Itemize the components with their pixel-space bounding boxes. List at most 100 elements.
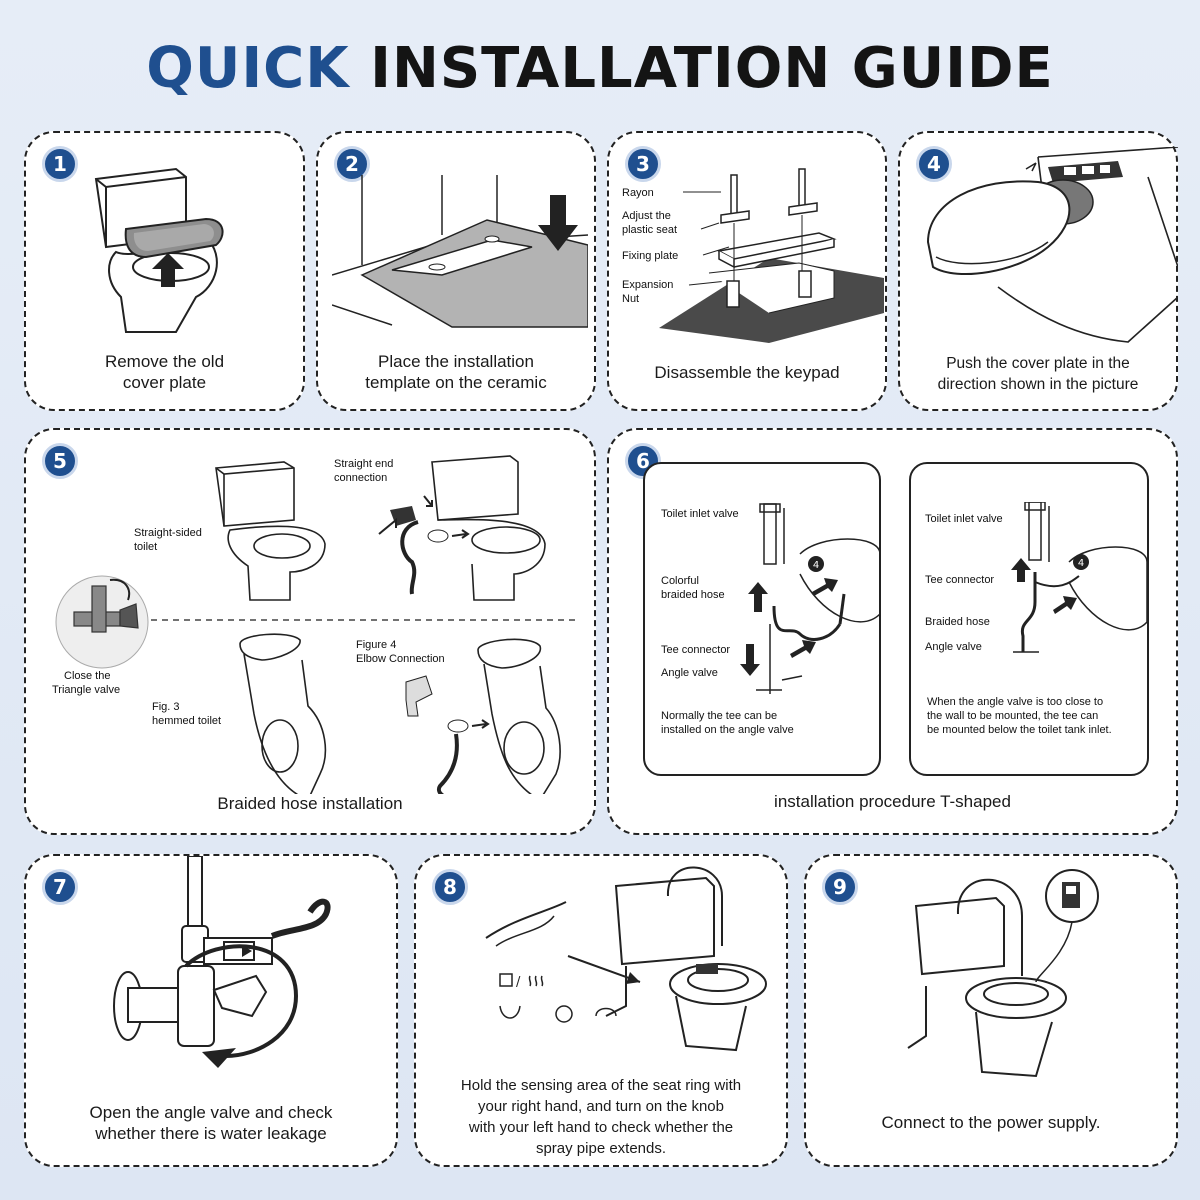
step-number-badge: 5 <box>42 443 78 479</box>
label-toilet-inlet-valve: Toilet inlet valve <box>925 513 1003 525</box>
step-7-caption-line1: Open the angle valve and check <box>89 1103 333 1122</box>
step-2-caption-line1: Place the installation <box>378 352 534 371</box>
label-angle-valve: Angle valve <box>925 641 982 653</box>
rotation-arrow-icon <box>184 944 299 1058</box>
label-close-line1: Close the <box>64 670 111 682</box>
rotate-arrow-icon <box>109 578 131 601</box>
step-number-badge: 4 <box>916 146 952 182</box>
template-placement-illustration <box>332 175 588 328</box>
wall-outlet-icon <box>1045 869 1099 923</box>
step-8-caption-line4: spray pipe extends. <box>535 1140 667 1157</box>
keypad-exploded-illustration <box>659 168 884 343</box>
step-6-card: 6 Toilet inlet valve Colorful braided ho… <box>607 428 1178 835</box>
label-rayon: Rayon <box>622 187 654 199</box>
t-shaped-standard-panel: Toilet inlet valve Colorful braided hose… <box>643 462 881 776</box>
step-ref-badge: 4 <box>813 560 819 571</box>
label-fig4-line1: Figure 4 <box>356 639 397 651</box>
step-4-card: 4 Push the cover plate in the direction s… <box>898 131 1178 411</box>
pointer-arrow-icon <box>626 972 640 984</box>
label-braided-line1: Colorful <box>661 575 699 587</box>
step-8-caption-line2: your right hand, and turn on the knob <box>477 1098 724 1115</box>
step-number-badge: 7 <box>42 869 78 905</box>
step-8-card: 8 / Hold the sensing area of the seat ri… <box>414 854 788 1167</box>
bidet-toilet <box>907 878 1067 1078</box>
label-fig4-line2: Elbow Connection <box>356 653 445 665</box>
step-2-caption-line2: template on the ceramic <box>365 373 547 392</box>
arrow-icon <box>423 495 433 507</box>
step-number-badge: 8 <box>432 869 468 905</box>
straight-end-toilet <box>400 455 546 601</box>
tee-on-angle-valve-illustration: 4 <box>740 503 880 694</box>
note-line1: Normally the tee can be <box>661 710 778 722</box>
flow-arrows <box>1011 558 1077 614</box>
label-braided-hose: Braided hose <box>925 616 990 628</box>
label-expansion-line2: Nut <box>622 293 640 305</box>
control-panel-icons: / <box>499 973 573 1023</box>
label-fig3-line2: hemmed toilet <box>152 715 222 727</box>
flow-arrows <box>740 578 838 676</box>
down-arrow-icon <box>538 195 578 251</box>
step-8-caption-line1: Hold the sensing area of the seat ring w… <box>460 1077 742 1094</box>
step-8-caption-line3: with your left hand to check whether the <box>468 1119 734 1136</box>
step-5-caption: Braided hose installation <box>217 794 403 813</box>
hemmed-toilet <box>239 633 327 794</box>
step-7-caption-line2: whether there is water leakage <box>95 1124 327 1143</box>
svg-text:/: / <box>516 975 521 990</box>
sensing-area-test-illustration: / <box>485 866 767 1052</box>
note-line2: the wall to be mounted, the tee can <box>927 710 1099 722</box>
label-straight-sided-line2: toilet <box>134 541 158 553</box>
step-3-card: 3 Rayon Adjust the plastic seat Fixing p… <box>607 131 887 411</box>
step-9-card: 9 Connect to the power supply. <box>804 854 1178 1167</box>
step-number-badge: 9 <box>822 869 858 905</box>
arrow-icon <box>1025 162 1037 172</box>
lid-cover <box>124 217 224 259</box>
step-3-caption: Disassemble the keypad <box>654 363 840 382</box>
power-cord <box>1035 921 1073 983</box>
title-installation-guide: INSTALLATION GUIDE <box>370 36 1054 101</box>
step-1-caption-line2: cover plate <box>122 373 207 392</box>
step-number-badge: 1 <box>42 146 78 182</box>
step-number-badge: 2 <box>334 146 370 182</box>
note-line3: be mounted below the toilet tank inlet. <box>927 724 1112 736</box>
label-tee-connector: Tee connector <box>925 574 995 586</box>
page-title: QUICK INSTALLATION GUIDE <box>0 36 1200 101</box>
power-supply-illustration <box>907 869 1099 1078</box>
label-fixing-plate: Fixing plate <box>622 250 679 262</box>
step-ref-badge: 4 <box>1078 558 1084 569</box>
step-number-badge: 3 <box>625 146 661 182</box>
bidet-toilet <box>605 866 767 1052</box>
note-line1: When the angle valve is too close to <box>927 696 1104 708</box>
push-cover-plate-illustration <box>926 147 1178 343</box>
label-adjust-line2: plastic seat <box>622 224 678 236</box>
label-tee-connector: Tee connector <box>661 644 731 656</box>
step-7-card: 7 Open the angle valve and check whether … <box>24 854 398 1167</box>
braided-hose-illustrations <box>55 455 580 794</box>
label-toilet-inlet-valve: Toilet inlet valve <box>661 508 739 520</box>
step-2-card: 2 Place the installation template on the … <box>316 131 596 411</box>
step-4-caption-line2: direction shown in the picture <box>937 376 1139 393</box>
label-straight-sided-line1: Straight-sided <box>134 527 202 539</box>
tee-below-tank-illustration: 4 <box>1011 502 1147 653</box>
step-4-caption-line1: Push the cover plate in the <box>946 355 1130 372</box>
label-straight-end-line1: Straight end <box>334 458 394 470</box>
t-shaped-alternative-panel: Toilet inlet valve Tee connector Braided… <box>909 462 1149 776</box>
step-5-card: 5 Straight end connection Straight-sided… <box>24 428 596 835</box>
label-straight-end-line2: connection <box>334 472 388 484</box>
label-expansion-line1: Expansion <box>622 279 674 291</box>
label-close-line2: Triangle valve <box>52 684 121 696</box>
arrow-icon <box>471 719 490 729</box>
label-adjust-line1: Adjust the <box>622 210 671 222</box>
label-fig3-line1: Fig. 3 <box>152 701 180 713</box>
straight-sided-toilet <box>215 461 326 601</box>
label-braided-line2: braided hose <box>661 589 725 601</box>
toilet-remove-cover-illustration <box>94 167 224 333</box>
step-9-caption: Connect to the power supply. <box>881 1113 1101 1132</box>
elbow-toilet <box>437 638 561 794</box>
arrow-icon <box>451 529 470 539</box>
note-line2: installed on the angle valve <box>661 724 794 736</box>
title-quick: QUICK <box>146 36 350 101</box>
angle-valve-open-illustration <box>113 856 331 1068</box>
label-angle-valve: Angle valve <box>661 667 718 679</box>
up-arrow-icon <box>152 253 184 287</box>
